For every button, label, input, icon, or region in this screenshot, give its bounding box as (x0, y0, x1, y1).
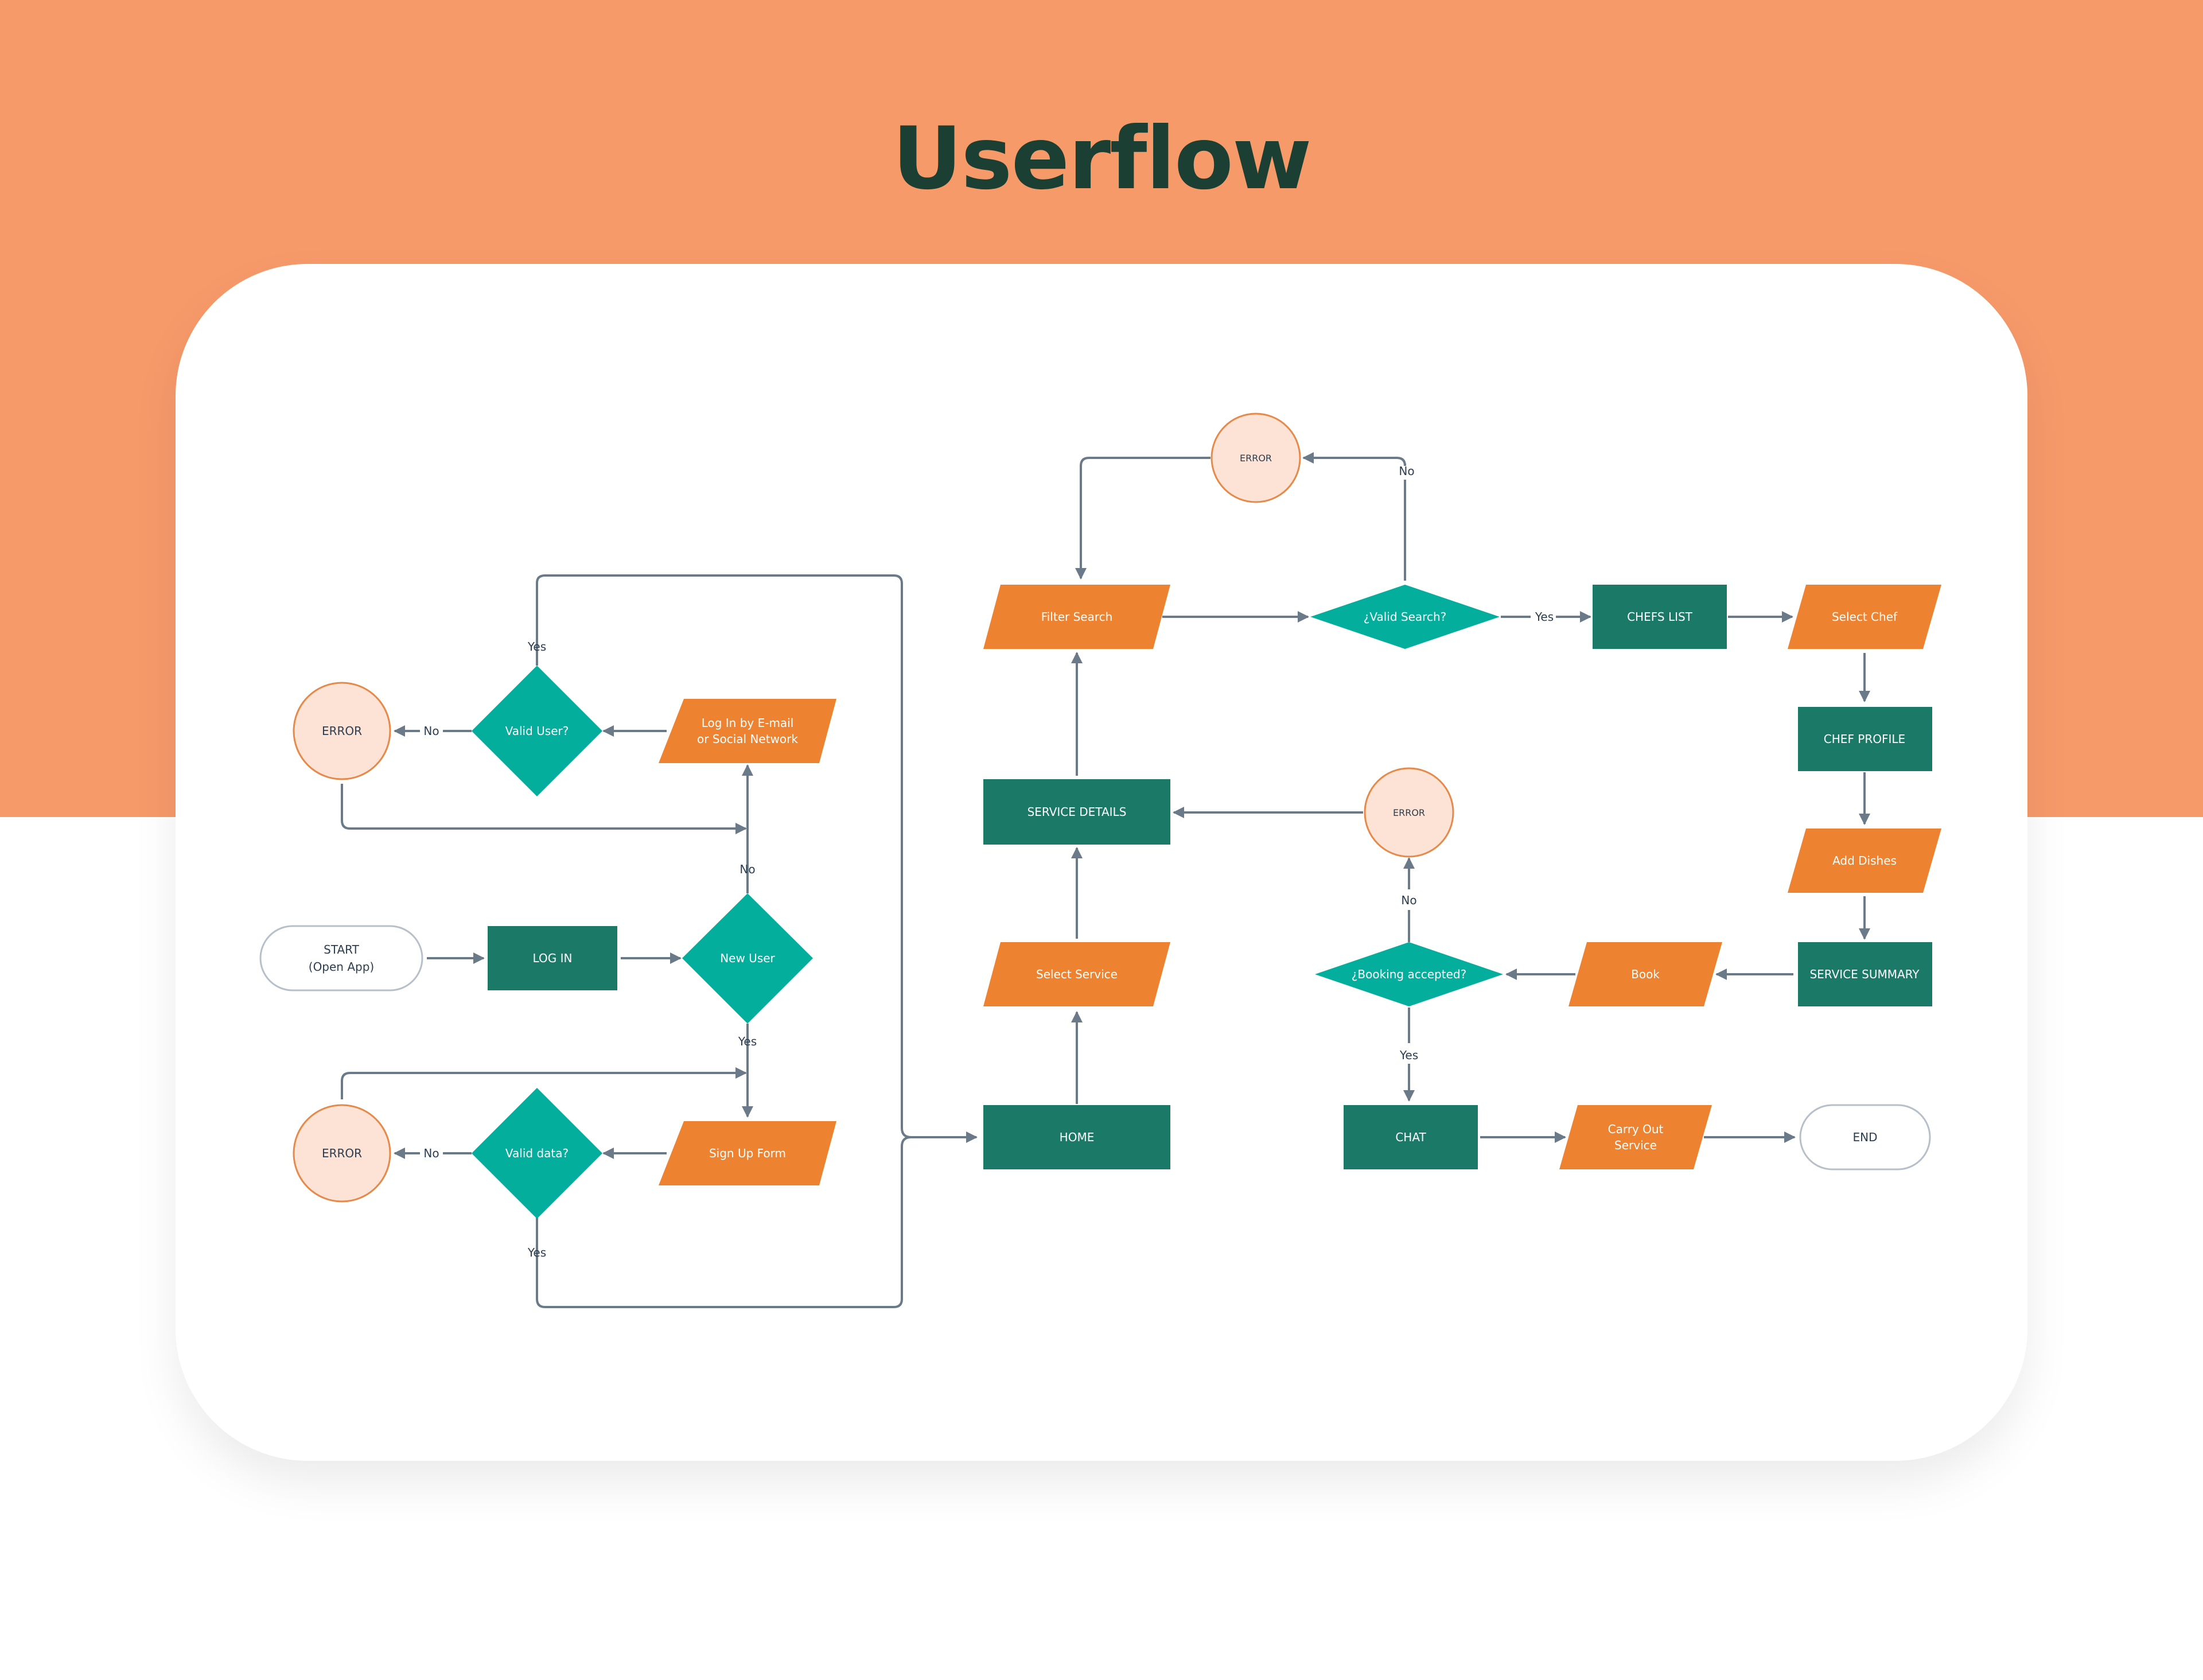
node-filter-search-label: Filter Search (1041, 610, 1113, 624)
node-home-label: HOME (1060, 1130, 1095, 1144)
node-login-email-line2: or Social Network (697, 732, 798, 746)
node-valid-user-label: Valid User? (505, 724, 569, 738)
page-title: Userflow (892, 109, 1311, 209)
node-error-search: ERROR (1211, 413, 1301, 503)
node-chef-profile-label: CHEF PROFILE (1824, 732, 1905, 746)
node-book-label: Book (1631, 967, 1660, 981)
node-book: Book (1568, 942, 1722, 1006)
edge-label-validsearch-no: No (1399, 464, 1414, 478)
node-signup-form-label: Sign Up Form (709, 1146, 786, 1160)
node-add-dishes-label: Add Dishes (1832, 854, 1897, 868)
node-error-signup: ERROR (293, 1104, 391, 1203)
edge-label-newuser-no: No (739, 862, 755, 876)
node-service-summary-label: SERVICE SUMMARY (1809, 967, 1920, 981)
edge-labels: Yes No No Yes No Yes No Yes No Yes (423, 464, 1554, 1259)
edge-validsearch-no-b (1302, 452, 1406, 466)
node-error-login: ERROR (293, 682, 391, 780)
node-carry-out-line1: Carry Out (1608, 1122, 1664, 1136)
node-start-line2: (Open App) (309, 960, 374, 974)
node-chefs-list-label: CHEFS LIST (1627, 610, 1693, 624)
node-error-search-label: ERROR (1240, 453, 1272, 464)
node-start: START (Open App) (259, 925, 423, 991)
edge-error-search-back (1075, 457, 1211, 580)
node-add-dishes: Add Dishes (1788, 829, 1941, 893)
edge-validuser-yes (536, 574, 978, 1143)
node-login-email-line1: Log In by E-mail (702, 716, 794, 730)
edge-error-login-back (341, 784, 747, 834)
node-end-label: END (1853, 1130, 1878, 1144)
edge-error-signup-back (341, 1067, 747, 1099)
node-select-service: Select Service (983, 942, 1170, 1006)
node-valid-search: ¿Valid Search? (1310, 585, 1500, 649)
edge-label-accepted-no: No (1401, 893, 1416, 907)
edge-label-accepted-yes: Yes (1399, 1048, 1418, 1062)
node-carry-out: Carry Out Service (1559, 1105, 1712, 1169)
node-service-details: SERVICE DETAILS (983, 779, 1170, 845)
node-select-service-label: Select Service (1036, 967, 1118, 981)
node-start-line1: START (324, 943, 359, 956)
edge-label-validuser-no: No (423, 724, 439, 738)
node-error-login-label: ERROR (322, 724, 362, 738)
edge-label-newuser-yes: Yes (738, 1035, 757, 1048)
node-booking-accepted-label: ¿Booking accepted? (1352, 967, 1466, 981)
node-chef-profile: CHEF PROFILE (1798, 707, 1932, 771)
node-signup-form: Sign Up Form (659, 1121, 836, 1185)
node-carry-out-line2: Service (1614, 1138, 1657, 1152)
node-service-details-label: SERVICE DETAILS (1027, 805, 1127, 819)
edges (341, 452, 1870, 1308)
node-error-booking: ERROR (1364, 767, 1454, 858)
node-home: HOME (983, 1105, 1170, 1169)
node-login: LOG IN (488, 926, 617, 990)
node-chat: CHAT (1344, 1105, 1478, 1169)
node-service-summary: SERVICE SUMMARY (1798, 942, 1932, 1006)
node-select-chef: Select Chef (1788, 585, 1941, 649)
edge-label-validdata-yes: Yes (527, 1246, 546, 1259)
node-filter-search: Filter Search (983, 585, 1170, 649)
node-valid-data: Valid data? (472, 1088, 602, 1219)
node-new-user-label: New User (720, 951, 775, 965)
node-new-user: New User (682, 893, 813, 1024)
node-end: END (1799, 1104, 1931, 1170)
edge-label-validuser-yes: Yes (527, 640, 546, 654)
node-error-signup-label: ERROR (322, 1146, 362, 1160)
node-valid-user: Valid User? (472, 666, 602, 796)
edge-validdata-yes (536, 1136, 912, 1308)
node-select-chef-label: Select Chef (1832, 610, 1898, 624)
node-error-booking-label: ERROR (1393, 807, 1425, 818)
node-login-label: LOG IN (533, 951, 573, 965)
node-chefs-list: CHEFS LIST (1593, 585, 1727, 649)
node-login-email: Log In by E-mail or Social Network (659, 699, 836, 763)
edge-label-validdata-no: No (423, 1146, 439, 1160)
node-valid-data-label: Valid data? (505, 1146, 569, 1160)
node-booking-accepted: ¿Booking accepted? (1315, 942, 1503, 1006)
node-valid-search-label: ¿Valid Search? (1364, 610, 1447, 624)
edge-label-validsearch-yes: Yes (1535, 610, 1554, 624)
node-chat-label: CHAT (1395, 1130, 1426, 1144)
diagram-card (176, 264, 2027, 1461)
